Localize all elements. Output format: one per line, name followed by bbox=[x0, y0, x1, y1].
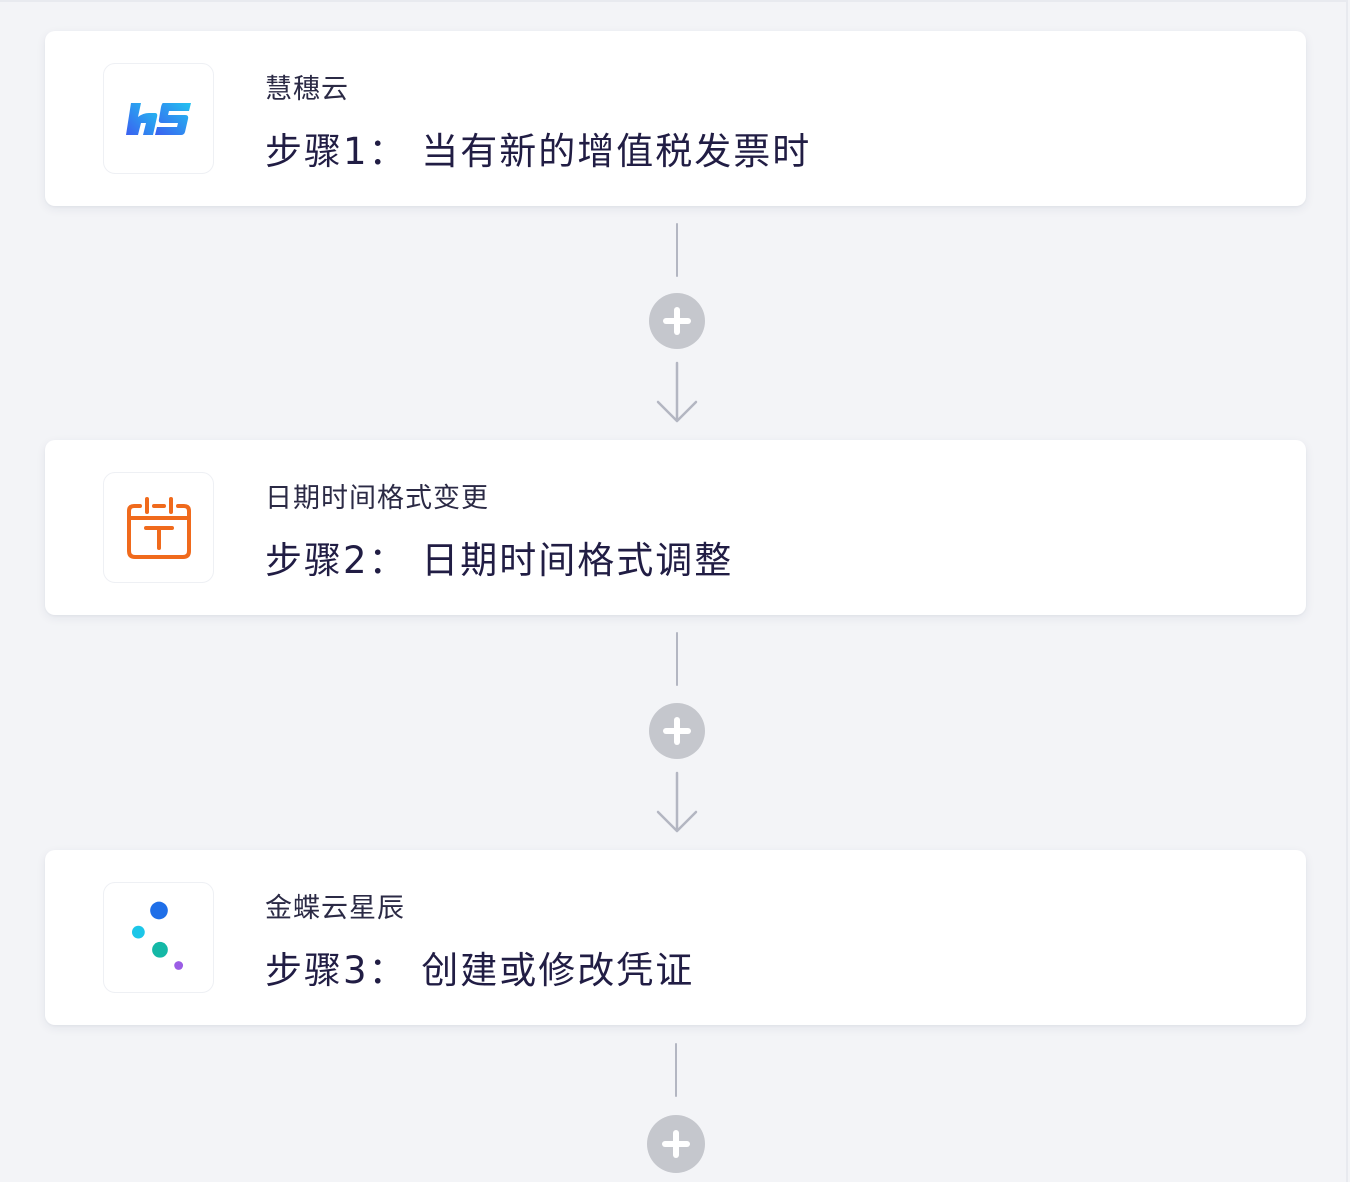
connector-line bbox=[675, 1043, 677, 1097]
app-name: 日期时间格式变更 bbox=[265, 483, 489, 514]
app-icon-box bbox=[103, 882, 214, 993]
connector-line bbox=[676, 632, 678, 686]
arrow-down-icon bbox=[656, 771, 698, 833]
kingdee-dots-logo-icon bbox=[131, 901, 184, 970]
step-card-1[interactable]: 慧穗云 步骤1： 当有新的增值税发票时 bbox=[45, 31, 1306, 206]
plus-icon bbox=[663, 717, 691, 745]
connector-line bbox=[676, 223, 678, 277]
add-step-button[interactable] bbox=[647, 1115, 705, 1173]
step-title: 步骤1： 当有新的增值税发票时 bbox=[265, 130, 812, 173]
plus-icon bbox=[662, 1130, 690, 1158]
plus-icon bbox=[663, 307, 691, 335]
app-icon-box bbox=[103, 472, 214, 583]
step-title: 步骤2： 日期时间格式调整 bbox=[265, 539, 734, 582]
arrow-down-icon bbox=[656, 361, 698, 423]
app-icon-box bbox=[103, 63, 214, 174]
calendar-icon bbox=[126, 496, 191, 559]
huisui-cloud-logo-icon bbox=[125, 102, 191, 135]
step-card-3[interactable]: 金蝶云星辰 步骤3： 创建或修改凭证 bbox=[45, 850, 1306, 1025]
add-step-button[interactable] bbox=[649, 703, 705, 759]
step-card-2[interactable]: 日期时间格式变更 步骤2： 日期时间格式调整 bbox=[45, 440, 1306, 615]
step-title: 步骤3： 创建或修改凭证 bbox=[265, 949, 695, 992]
app-name: 金蝶云星辰 bbox=[265, 893, 405, 924]
app-name: 慧穗云 bbox=[265, 74, 349, 105]
add-step-button[interactable] bbox=[649, 293, 705, 349]
